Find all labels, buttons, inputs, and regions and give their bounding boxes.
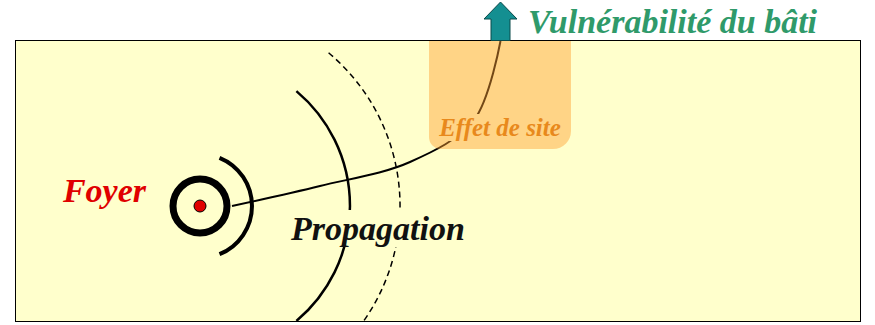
ground-block: [16, 41, 861, 322]
wave-front-dashed: [329, 53, 400, 321]
node-label: Foyer: [63, 172, 146, 209]
node-heading-holder: Vulnérabilité du bâti: [528, 3, 817, 40]
focus-ring: [168, 174, 232, 238]
focus-dot: [194, 200, 206, 212]
node-label: Vulnérabilité du bâti: [528, 3, 817, 40]
node-heading-holder: Foyer: [63, 172, 146, 209]
focus-symbol: Foyer: [168, 174, 232, 238]
building-arrow: [484, 2, 517, 41]
building-symbol: Vulnérabilité du bâti: [483, 1, 518, 41]
wave-front: [296, 91, 350, 321]
building-arrow: [483, 1, 518, 41]
site-effect-zone: Effet de site: [429, 41, 571, 149]
focus-ring: [173, 179, 227, 233]
edge-label: Propagation: [288, 210, 468, 247]
node-label: Effet de site: [437, 114, 563, 142]
